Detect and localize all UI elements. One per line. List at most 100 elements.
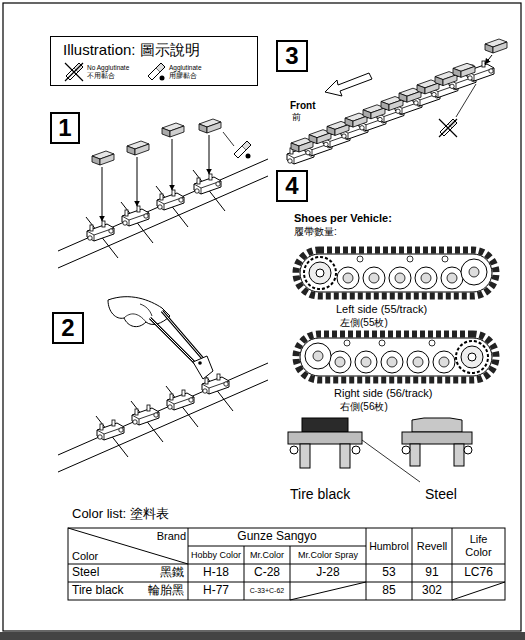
step1-glue-icon bbox=[234, 141, 251, 158]
table-header: Hobby Color bbox=[188, 546, 244, 564]
rubber-shoe-section bbox=[302, 418, 348, 432]
rubber-shoe-section bbox=[300, 444, 310, 468]
step1-arrows bbox=[137, 157, 138, 206]
section-heading: Shoes per Vehicle: bbox=[294, 212, 392, 225]
track-side-view bbox=[300, 254, 492, 292]
track-side-view bbox=[343, 273, 353, 283]
step3-arrow bbox=[485, 55, 492, 64]
step2-sprue bbox=[96, 416, 128, 457]
track-side-view bbox=[337, 267, 359, 289]
step1-links bbox=[87, 221, 114, 241]
no-glue-icon bbox=[65, 63, 83, 81]
table-cell: 302 bbox=[412, 582, 452, 600]
step2-links bbox=[167, 390, 194, 410]
step1-sprue bbox=[193, 170, 225, 211]
hand-with-nippers bbox=[162, 311, 204, 360]
hand-with-nippers bbox=[198, 361, 202, 365]
table-cell: LC76 bbox=[452, 564, 505, 582]
step1-glue-icon bbox=[246, 154, 251, 159]
glue-icon bbox=[148, 63, 165, 81]
part-label: Steel bbox=[425, 486, 457, 502]
table-header: Life Color bbox=[461, 528, 496, 564]
track-side-view bbox=[407, 256, 413, 262]
step1-pads bbox=[92, 151, 114, 165]
step-number: 3 bbox=[285, 42, 298, 70]
table-cell: 輪胎黑 bbox=[130, 582, 184, 600]
front-arrow bbox=[325, 73, 372, 96]
step1-arrows bbox=[102, 135, 209, 221]
step3-no-glue-icon bbox=[440, 119, 457, 136]
rubber-shoe-section bbox=[288, 418, 362, 468]
symbol-label: Agglutinate bbox=[169, 64, 202, 71]
track-side-view bbox=[316, 269, 324, 277]
steel-shoe-section bbox=[402, 418, 472, 466]
step2-links bbox=[132, 405, 159, 425]
track-side-view bbox=[369, 273, 379, 283]
table-header: Mr.Color bbox=[244, 546, 290, 564]
table-header: Brand bbox=[140, 529, 186, 543]
step3-no-glue-icon bbox=[439, 119, 457, 137]
step1-sprue bbox=[156, 186, 188, 227]
color-table-grid bbox=[68, 582, 505, 583]
step1-sprue bbox=[121, 202, 153, 243]
track-side-view bbox=[442, 256, 448, 262]
no-glue-icon bbox=[66, 63, 83, 80]
step1-glue-icon bbox=[234, 141, 251, 159]
legend-box: Illustration: 圖示說明 No Agglutinate不用黏合 Aggl… bbox=[50, 36, 258, 86]
part-label: Tire black bbox=[290, 486, 350, 502]
rubber-shoe-section bbox=[340, 444, 350, 468]
step1-links bbox=[194, 174, 221, 194]
step-number-box: 3 bbox=[276, 40, 308, 72]
symbol-label: No Agglutinate bbox=[87, 64, 129, 71]
step1-links bbox=[122, 206, 149, 226]
step1-links bbox=[87, 174, 221, 241]
color-table-grid bbox=[68, 528, 505, 600]
step2-sprue bbox=[58, 363, 268, 472]
symbol-label: 用膠黏合 bbox=[169, 72, 197, 79]
table-cell: Steel bbox=[72, 564, 132, 582]
steel-shoe-section bbox=[410, 444, 420, 466]
table-cell: 91 bbox=[412, 564, 452, 582]
track-side-view bbox=[309, 262, 331, 284]
track-label: 左側(55枚) bbox=[340, 317, 388, 329]
step2-sprue bbox=[166, 386, 198, 427]
table-cell: 黑鐵 bbox=[136, 564, 184, 582]
step1-arrows bbox=[102, 167, 103, 221]
leader-line bbox=[362, 440, 420, 482]
step1-links bbox=[157, 190, 184, 210]
step1-pads bbox=[162, 123, 184, 137]
step1-arrows bbox=[172, 139, 173, 190]
track-label: Left side (55/track) bbox=[336, 303, 427, 316]
color-table-grid bbox=[452, 582, 505, 600]
hand-with-nippers bbox=[193, 356, 213, 379]
step-number-box: 4 bbox=[276, 170, 308, 202]
color-table-grid bbox=[244, 546, 245, 600]
step3-track-run bbox=[287, 39, 507, 164]
track-side-view bbox=[421, 273, 431, 283]
step2-sprue bbox=[58, 363, 268, 455]
step1-sprue bbox=[58, 176, 268, 268]
legend-title: Illustration: 圖示說明 bbox=[63, 41, 200, 58]
color-table-grid bbox=[290, 546, 291, 600]
no-glue-icon bbox=[65, 63, 83, 81]
track-side-view bbox=[296, 334, 496, 380]
table-title: Color list: 塗料表 bbox=[72, 507, 169, 522]
color-table-grid bbox=[188, 546, 366, 547]
table-header: Gunze Sangyo bbox=[188, 528, 366, 546]
track-label: 右側(56枚) bbox=[340, 401, 388, 413]
symbol-label: 不用黏合 bbox=[87, 72, 115, 79]
direction-label: Front bbox=[290, 100, 316, 112]
section-heading: 履帶數量: bbox=[294, 226, 337, 238]
steel-shoe-section bbox=[412, 418, 462, 432]
hand-with-nippers bbox=[162, 311, 204, 360]
step2-sprue bbox=[58, 380, 268, 472]
table-header: Color bbox=[72, 550, 112, 563]
color-table-grid bbox=[452, 528, 453, 600]
step1-sprue bbox=[58, 159, 268, 268]
color-table-grid bbox=[68, 564, 505, 565]
step1-pads bbox=[92, 119, 221, 165]
table-header: Humbrol bbox=[366, 528, 412, 564]
step2-links bbox=[97, 374, 229, 440]
rubber-shoe-section bbox=[290, 446, 298, 454]
